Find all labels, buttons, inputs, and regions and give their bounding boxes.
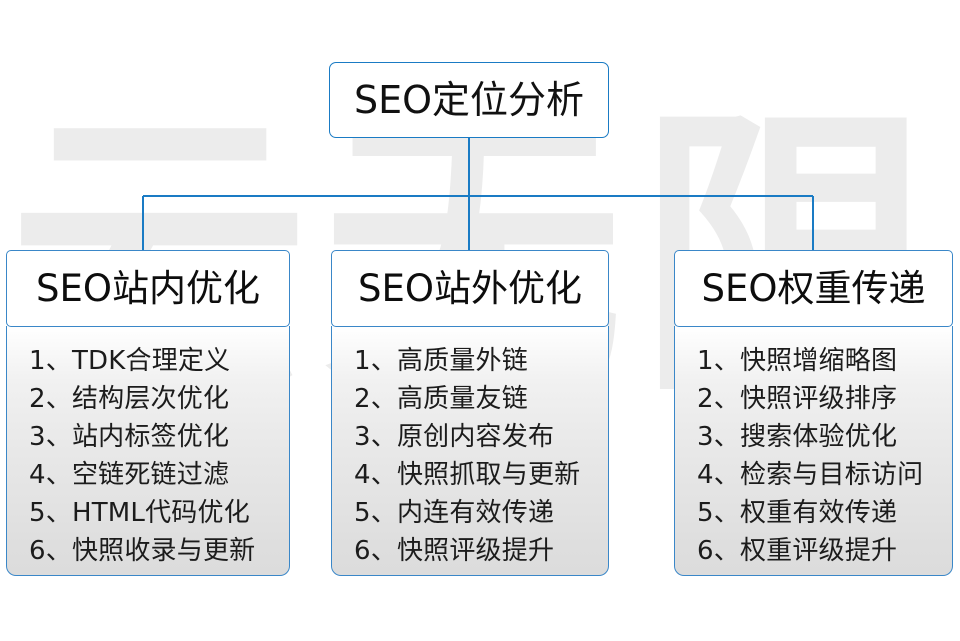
root-node-title: SEO定位分析 <box>353 78 585 122</box>
column-body-1: 1、高质量外链 2、高质量友链 3、原创内容发布 4、快照抓取与更新 5、内连有… <box>331 326 609 576</box>
column-list-1: 1、高质量外链 2、高质量友链 3、原创内容发布 4、快照抓取与更新 5、内连有… <box>332 342 608 570</box>
list-item: 3、原创内容发布 <box>354 422 555 452</box>
column-header-1[interactable]: SEO站外优化 <box>331 250 609 327</box>
root-node[interactable]: SEO定位分析 <box>329 62 609 138</box>
list-item: 1、高质量外链 <box>354 346 528 376</box>
column-header-2[interactable]: SEO权重传递 <box>674 250 953 327</box>
list-item: 3、站内标签优化 <box>29 422 230 452</box>
list-item: 5、内连有效传递 <box>354 498 555 528</box>
list-item: 6、快照评级提升 <box>354 536 555 566</box>
list-item: 2、快照评级排序 <box>697 384 898 414</box>
column-body-2: 1、快照增缩略图 2、快照评级排序 3、搜索体验优化 4、检索与目标访问 5、权… <box>674 326 953 576</box>
column-body-0: 1、TDK合理定义 2、结构层次优化 3、站内标签优化 4、空链死链过滤 5、H… <box>6 326 290 576</box>
list-item: 5、HTML代码优化 <box>29 498 250 528</box>
column-header-0[interactable]: SEO站内优化 <box>6 250 290 327</box>
list-item: 2、结构层次优化 <box>29 384 230 414</box>
list-item: 4、快照抓取与更新 <box>354 460 581 490</box>
column-list-0: 1、TDK合理定义 2、结构层次优化 3、站内标签优化 4、空链死链过滤 5、H… <box>7 342 289 570</box>
list-item: 4、空链死链过滤 <box>29 460 230 490</box>
list-item: 6、权重评级提升 <box>697 536 898 566</box>
list-item: 2、高质量友链 <box>354 384 528 414</box>
column-title-1: SEO站外优化 <box>358 267 582 310</box>
column-title-2: SEO权重传递 <box>701 267 926 310</box>
list-item: 1、TDK合理定义 <box>29 346 231 376</box>
list-item: 1、快照增缩略图 <box>697 346 898 376</box>
column-seo-offsite: SEO站外优化 1、高质量外链 2、高质量友链 3、原创内容发布 4、快照抓取与… <box>331 250 609 576</box>
column-title-0: SEO站内优化 <box>36 267 260 310</box>
list-item: 3、搜索体验优化 <box>697 422 898 452</box>
list-item: 5、权重有效传递 <box>697 498 898 528</box>
column-list-2: 1、快照增缩略图 2、快照评级排序 3、搜索体验优化 4、检索与目标访问 5、权… <box>675 342 952 570</box>
list-item: 6、快照收录与更新 <box>29 536 256 566</box>
column-seo-onsite: SEO站内优化 1、TDK合理定义 2、结构层次优化 3、站内标签优化 4、空链… <box>6 250 290 576</box>
list-item: 4、检索与目标访问 <box>697 460 924 490</box>
column-seo-weight-transfer: SEO权重传递 1、快照增缩略图 2、快照评级排序 3、搜索体验优化 4、检索与… <box>674 250 953 576</box>
